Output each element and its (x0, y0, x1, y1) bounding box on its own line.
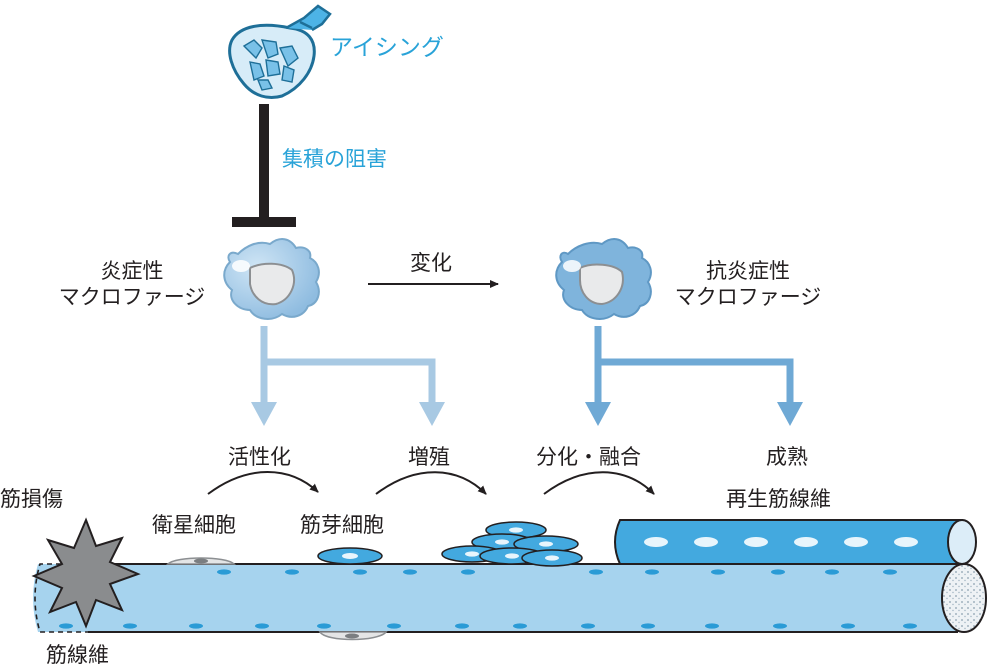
inflammatory-macrophage-label: 炎症性 マクロファージ (52, 258, 212, 311)
anti-inflammatory-macrophage-cell (555, 238, 652, 320)
regenerated-fiber (614, 519, 977, 565)
inhibit-accumulation-label: 集積の阻害 (282, 147, 387, 171)
injury-star-icon (31, 517, 141, 629)
inflammatory-macrophage-cell (223, 238, 320, 320)
icing-label: アイシング (330, 35, 444, 61)
activation-label: 活性化 (228, 445, 291, 469)
maturation-label: 成熟 (766, 445, 808, 469)
myoblast-label: 筋芽細胞 (300, 513, 384, 537)
satellite-cell-lower (318, 631, 388, 641)
muscle-fiber (33, 563, 987, 633)
satellite-cell-label: 衛星細胞 (152, 513, 236, 537)
m1-label-line1: 炎症性 (100, 259, 164, 283)
change-label: 変化 (410, 251, 452, 275)
m2-branch-arrows (585, 326, 803, 426)
anti-inflammatory-macrophage-label: 抗炎症性 マクロファージ (660, 258, 836, 311)
proliferating-cells (441, 521, 583, 567)
proliferation-label: 増殖 (408, 445, 450, 469)
myoblast-cell (317, 547, 383, 565)
m2-label-line1: 抗炎症性 (706, 259, 790, 283)
inhibition-arrow (232, 104, 296, 227)
muscle-injury-label: 筋損傷 (0, 487, 63, 511)
m1-branch-arrows (251, 326, 445, 426)
process-curved-arrows (207, 471, 655, 495)
ice-bag-icon (228, 4, 332, 99)
m1-label-line2: マクロファージ (58, 285, 206, 310)
muscle-fiber-label: 筋線維 (46, 643, 109, 667)
satellite-cell (166, 557, 236, 565)
differentiation-fusion-label: 分化・融合 (536, 445, 641, 469)
regenerated-fiber-label: 再生筋線維 (726, 487, 831, 511)
m2-label-line2: マクロファージ (674, 285, 822, 310)
